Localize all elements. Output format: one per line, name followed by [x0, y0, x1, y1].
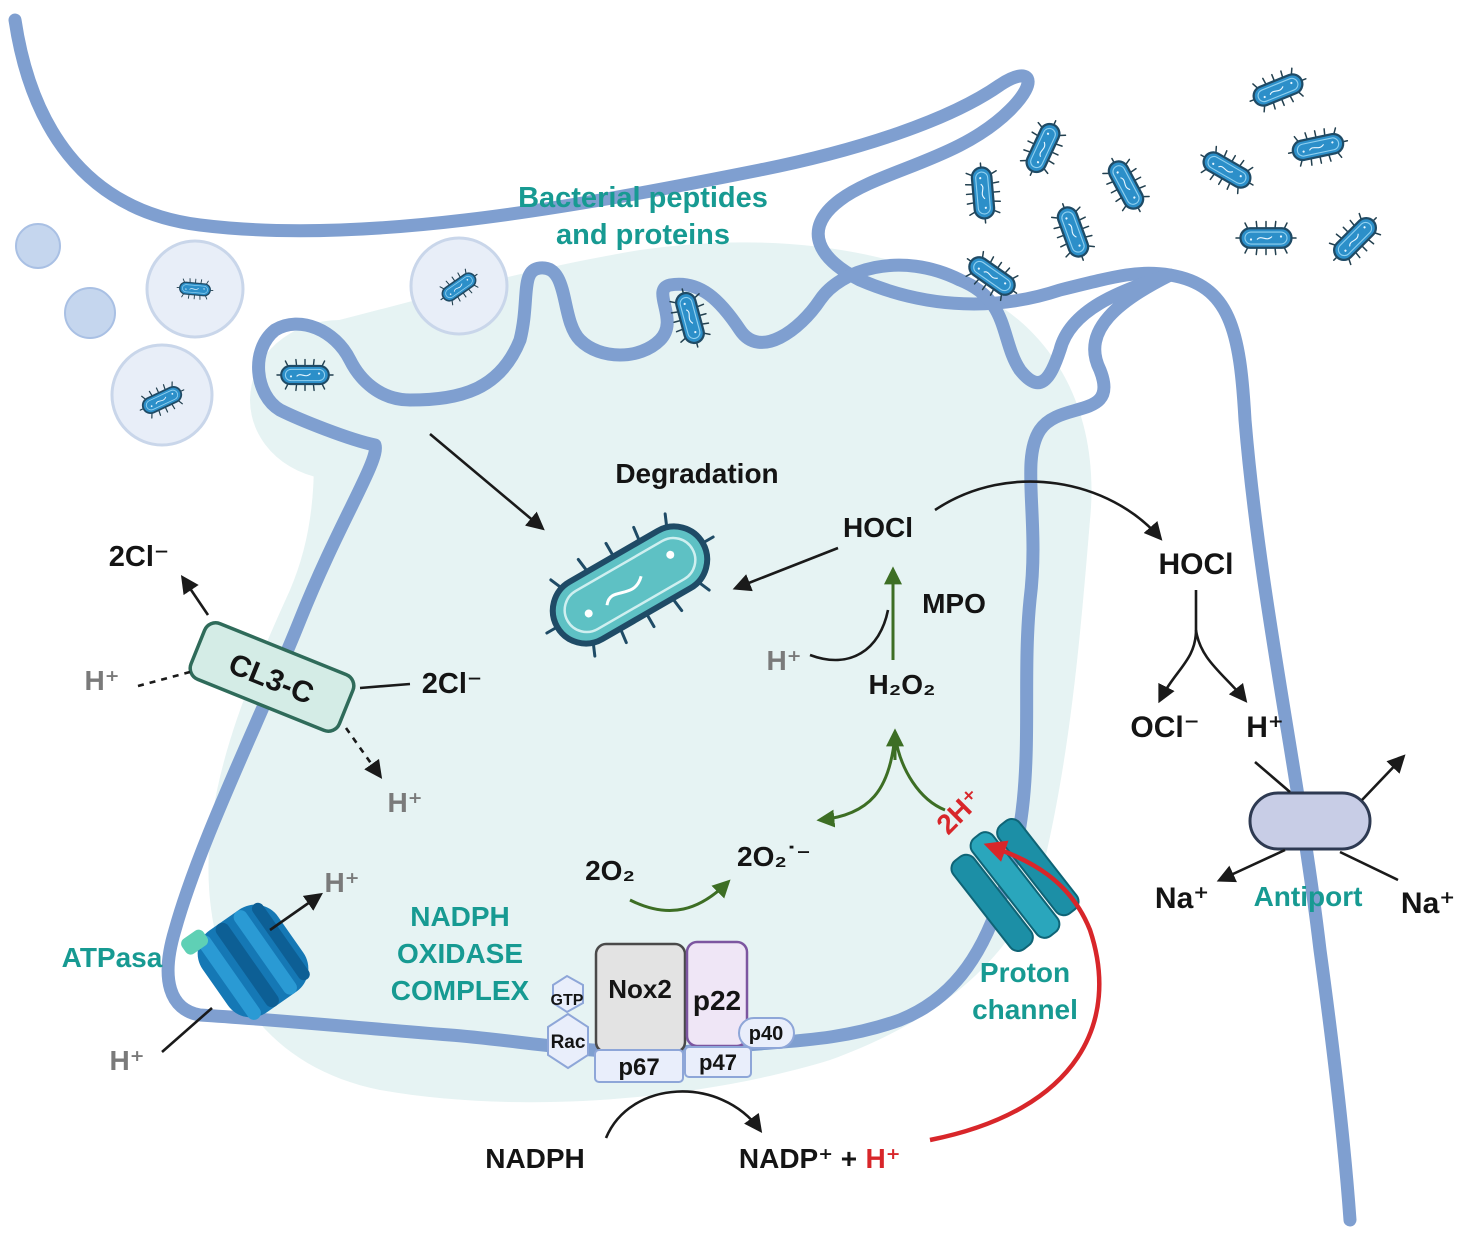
h-plus-mpo-label: H⁺: [767, 645, 802, 676]
gtp-subunit: [552, 974, 584, 1014]
gtp-label: GTP: [551, 992, 584, 1009]
arrow-cl-out: [180, 574, 210, 616]
line-cl-in: [359, 682, 411, 690]
two-cl-top-label: 2Cl⁻: [109, 541, 169, 573]
cytoplasm: [208, 242, 1092, 1103]
antiport-icon: [1248, 791, 1372, 851]
p47-subunit: [684, 1046, 752, 1078]
arrow-hocl-ocl: [1158, 590, 1198, 704]
h-plus-clc-bottom-label: H⁺: [388, 787, 423, 818]
nadph-label: NADPH: [485, 1143, 585, 1174]
arrow-nadph-nadp: [604, 1090, 763, 1139]
nadp-label: NADP⁺ +: [739, 1143, 857, 1174]
antiport-label: Antiport: [1254, 881, 1363, 912]
proton-channel-label-2: channel: [972, 994, 1078, 1025]
arrow-proton-channel: [929, 840, 1102, 1143]
line-h-clc-in: [137, 670, 191, 688]
na-right-label: Na⁺: [1401, 887, 1455, 920]
bacterial-peptides-label-2: and proteins: [556, 219, 730, 251]
phagosome-halo: [250, 320, 430, 480]
h-plus-atpase-out-label: H⁺: [325, 867, 360, 898]
arrow-antiport-na-out: [1216, 848, 1286, 883]
na-left-label: Na⁺: [1155, 882, 1209, 915]
rac-subunit: [547, 1012, 589, 1070]
hocl-inside-label: HOCl: [843, 512, 913, 543]
ocl-label: OCl⁻: [1130, 711, 1199, 744]
rac-label: Rac: [551, 1032, 586, 1053]
cell-membrane: [8, 13, 1357, 1227]
line-antiport-na-in: [1339, 850, 1399, 882]
degraded-bacterium-icon: [545, 512, 715, 658]
line-atpase-in: [161, 1007, 213, 1053]
p40-label: p40: [749, 1023, 783, 1045]
arrow-h-plus-mpo: [809, 609, 890, 662]
nox2-label: Nox2: [608, 974, 672, 1004]
arrow-antiport-h-out: [1361, 754, 1406, 801]
two-o2-label: 2O₂: [585, 855, 635, 886]
nadph-oxidase-label-2: OXIDASE: [397, 938, 523, 969]
degradation-label: Degradation: [615, 458, 778, 489]
bacterial-peptides-label: Bacterial peptides: [518, 182, 768, 214]
vesicle-small-1: [15, 223, 61, 269]
h-plus-out-label: H⁺: [1246, 711, 1284, 744]
p22-label: p22: [693, 985, 741, 1016]
proton-channel-label-1: Proton: [980, 957, 1070, 988]
vesicle-small-2: [64, 287, 116, 339]
line-antiport-h-in: [1254, 761, 1291, 793]
arrow-hocl-outside: [934, 480, 1163, 541]
arrow-atpase-out: [269, 892, 323, 932]
arrow-h-clc-out: [344, 727, 383, 779]
atpase-pump-icon: [181, 902, 310, 1020]
mpo-label: MPO: [922, 588, 986, 619]
two-cl-right-label: 2Cl⁻: [422, 668, 482, 700]
p67-label: p67: [618, 1054, 659, 1081]
arrow-hocl-h: [1194, 629, 1248, 703]
nadph-oxidase-label-3: COMPLEX: [391, 975, 530, 1006]
p40-subunit: [738, 1017, 795, 1049]
arrow-phagosome-degradation: [429, 433, 545, 531]
hocl-outside-label: HOCl: [1159, 548, 1234, 581]
h2o2-label: H₂O₂: [869, 669, 936, 700]
p47-label: p47: [699, 1050, 737, 1075]
two-o2-minus-label: 2O₂˙⁻: [737, 841, 811, 872]
nadp-h-plus-label: H⁺: [866, 1143, 901, 1174]
atpasa-label: ATPasa: [62, 942, 163, 973]
arrow-hocl-degradation: [732, 546, 839, 592]
arrow-o2-superoxide: [629, 879, 731, 912]
h-plus-atpase-in-label: H⁺: [110, 1045, 145, 1076]
p67-subunit: [594, 1049, 684, 1083]
nadph-oxidase-label-1: NADPH: [410, 901, 510, 932]
nadph-oxidase-complex: [547, 940, 795, 1083]
h-plus-clc-left-label: H⁺: [85, 665, 120, 696]
